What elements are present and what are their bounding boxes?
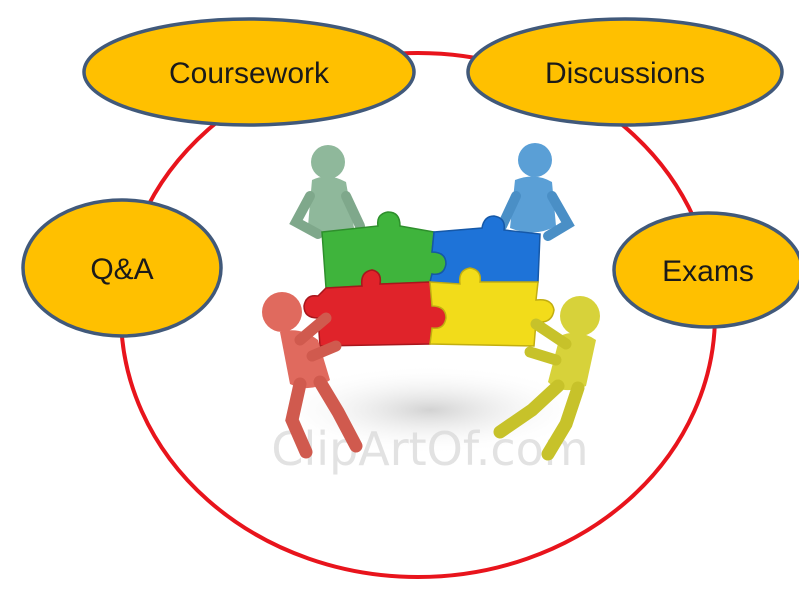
- team-puzzle-icon: ClipArtOf.com: [262, 143, 600, 476]
- bubble-qa: Q&A: [21, 198, 223, 338]
- bubble-coursework-label: Coursework: [169, 57, 330, 90]
- figure-front-right: [493, 296, 600, 461]
- bubble-exams-shape: [612, 211, 799, 329]
- puzzle-pieces: [303, 211, 555, 347]
- bubble-coursework-shape: [82, 17, 416, 127]
- figure-back-right: [497, 143, 575, 241]
- bubble-coursework: Coursework: [82, 17, 416, 127]
- bubble-qa-label: Q&A: [90, 253, 153, 286]
- bubble-qa-shape: [21, 198, 223, 338]
- bubble-discussions-label: Discussions: [545, 57, 705, 90]
- figure-back-left: [289, 145, 365, 239]
- bubble-discussions: Discussions: [466, 17, 784, 127]
- puzzle-piece-yellow: [429, 267, 555, 347]
- bubble-discussions-shape: [466, 17, 784, 127]
- figure-front-left: [262, 292, 363, 459]
- watermark-text: ClipArtOf.com: [271, 422, 588, 476]
- bubble-exams-label: Exams: [662, 255, 754, 288]
- bubble-exams: Exams: [612, 211, 799, 329]
